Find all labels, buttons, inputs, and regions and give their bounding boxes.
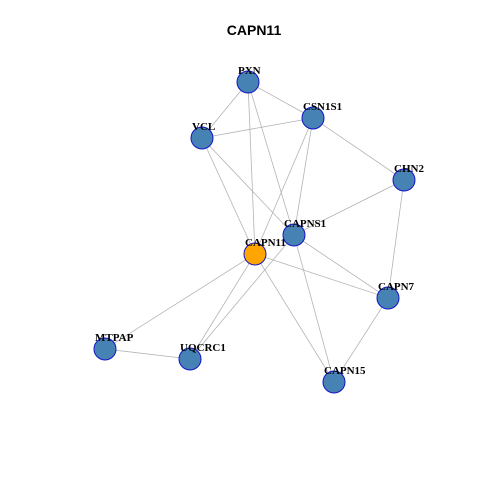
edge-pxn-csn1s1: [247, 81, 314, 119]
node-label-vcl: VCL: [192, 121, 215, 133]
edge-layer: [104, 81, 405, 383]
node-label-capns1: CAPNS1: [284, 218, 326, 230]
edge-csn1s1-chn2: [312, 117, 405, 181]
node-label-pxn: PXN: [238, 65, 261, 77]
node-label-capn7: CAPN7: [378, 281, 415, 293]
edge-pxn-capn11: [247, 81, 256, 255]
edge-mtpap-uqcrc1: [104, 348, 191, 360]
edge-chn2-capn7: [387, 179, 405, 299]
edge-csn1s1-capns1: [293, 117, 314, 236]
node-label-csn1s1: CSN1S1: [303, 101, 342, 113]
node-vcl[interactable]: [190, 126, 214, 150]
node-mtpap[interactable]: [93, 337, 117, 361]
graph-title: CAPN11: [227, 22, 282, 38]
node-label-uqcrc1: UQCRC1: [180, 342, 226, 354]
edge-chn2-capns1: [293, 179, 405, 236]
node-label-capn15: CAPN15: [324, 365, 366, 377]
edge-capn11-uqcrc1: [189, 253, 256, 360]
edge-capn11-capn7: [254, 253, 389, 299]
node-capn11[interactable]: [243, 242, 267, 266]
node-label-capn11: CAPN11: [245, 237, 286, 249]
node-csn1s1[interactable]: [301, 106, 325, 130]
edge-capns1-capn15: [293, 234, 335, 383]
edge-pxn-capns1: [247, 81, 295, 236]
node-capns1[interactable]: [282, 223, 306, 247]
node-uqcrc1[interactable]: [178, 347, 202, 371]
node-label-chn2: CHN2: [394, 163, 424, 175]
edge-csn1s1-capn11: [254, 117, 314, 255]
node-pxn[interactable]: [236, 70, 260, 94]
node-capn15[interactable]: [322, 370, 346, 394]
node-chn2[interactable]: [392, 168, 416, 192]
node-layer: [93, 70, 416, 394]
edge-pxn-vcl: [201, 81, 249, 139]
edge-capns1-uqcrc1: [189, 234, 295, 360]
edge-vcl-capn11: [201, 137, 256, 255]
edge-capn11-capn15: [254, 253, 335, 383]
edge-capn11-mtpap: [104, 253, 256, 350]
node-capn7[interactable]: [376, 286, 400, 310]
edge-csn1s1-vcl: [201, 117, 314, 139]
node-label-mtpap: MTPAP: [95, 332, 134, 344]
edge-capn7-capn15: [333, 297, 389, 383]
edge-vcl-capns1: [201, 137, 295, 236]
edge-capns1-capn7: [293, 234, 389, 299]
